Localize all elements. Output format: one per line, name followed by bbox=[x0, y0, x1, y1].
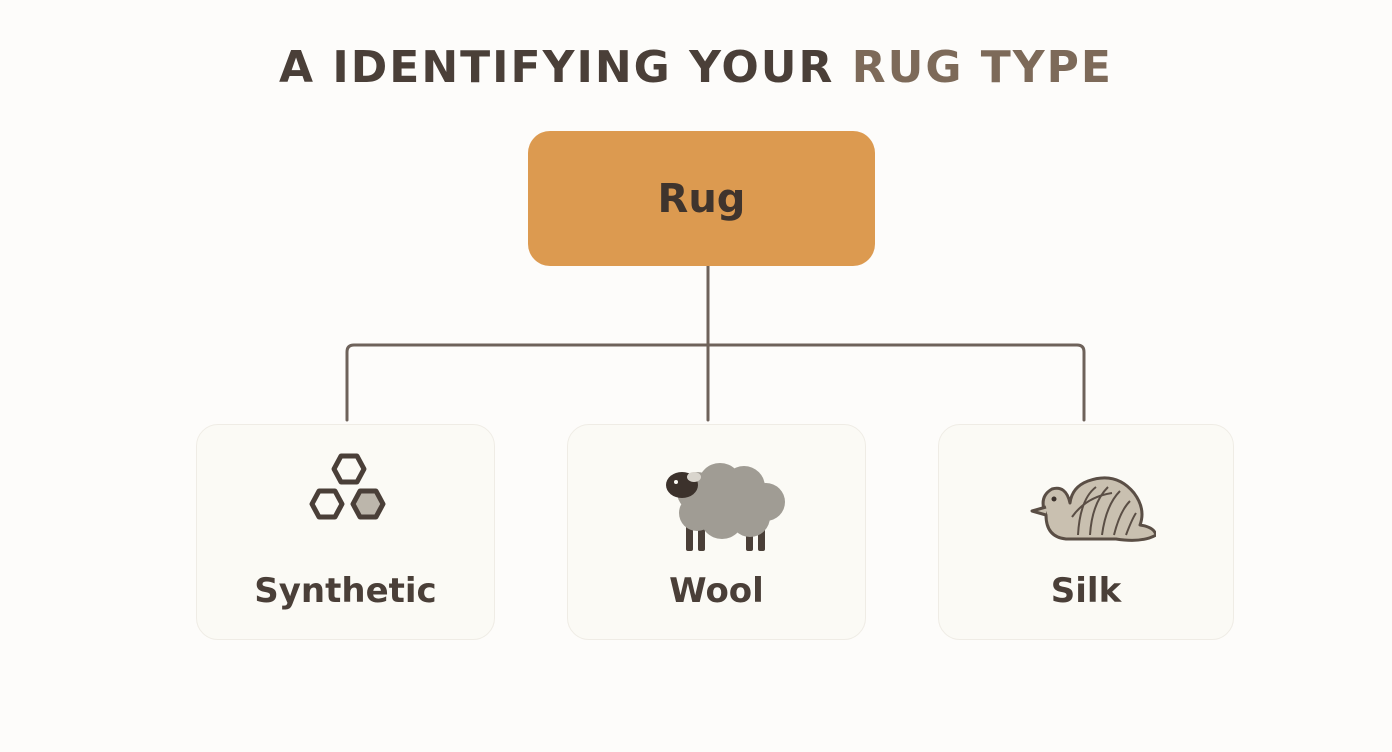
title-prefix: A IDENTIFYING YOUR bbox=[279, 42, 835, 93]
sheep-icon bbox=[642, 447, 792, 561]
silkworm-icon bbox=[1016, 447, 1158, 561]
title-accent: RUG TYPE bbox=[851, 42, 1113, 93]
type-card-wool: Wool bbox=[567, 424, 866, 640]
root-node-label: Rug bbox=[657, 175, 746, 222]
type-label-wool: Wool bbox=[669, 571, 764, 611]
root-node: Rug bbox=[528, 131, 875, 266]
hexagon-molecule-icon bbox=[286, 447, 406, 561]
type-card-silk: Silk bbox=[938, 424, 1234, 640]
type-label-silk: Silk bbox=[1050, 571, 1122, 611]
connector-branch bbox=[345, 343, 1086, 422]
type-label-synthetic: Synthetic bbox=[254, 571, 437, 611]
diagram-title: A IDENTIFYING YOUR RUG TYPE bbox=[0, 42, 1392, 93]
type-card-synthetic: Synthetic bbox=[196, 424, 495, 640]
